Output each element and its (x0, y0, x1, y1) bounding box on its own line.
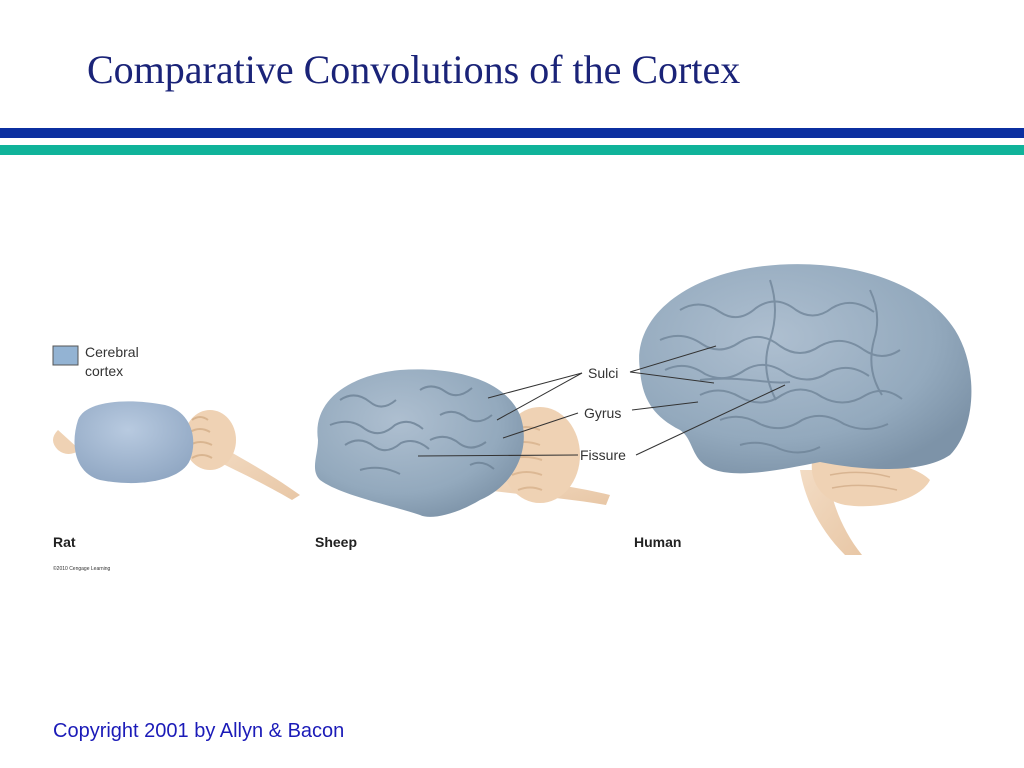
title-rule-teal (0, 145, 1024, 155)
human-cortex (639, 264, 972, 474)
callout-gyrus: Gyrus (584, 405, 621, 421)
slide-title: Comparative Convolutions of the Cortex (87, 47, 741, 92)
title-rule-blue (0, 128, 1024, 138)
image-credit: ©2010 Cengage Learning (53, 565, 111, 572)
callout-lines (417, 345, 786, 457)
species-label-rat: Rat (53, 534, 76, 550)
legend-swatch (52, 345, 79, 366)
human-cerebellum (811, 459, 930, 507)
legend-label-line2: cortex (85, 363, 123, 379)
human-brainstem (800, 470, 862, 555)
slide-footer: Copyright 2001 by Allyn & Bacon (53, 720, 345, 742)
rat-brain (53, 401, 300, 500)
sheep-brain (314, 369, 610, 517)
callout-sulci: Sulci (588, 365, 618, 381)
callout-fissure: Fissure (580, 447, 626, 463)
human-brain (639, 264, 972, 555)
species-label-sheep: Sheep (315, 534, 357, 550)
rat-cortex (74, 401, 194, 484)
legend-label-line1: Cerebral (85, 344, 139, 360)
species-label-human: Human (634, 534, 681, 550)
